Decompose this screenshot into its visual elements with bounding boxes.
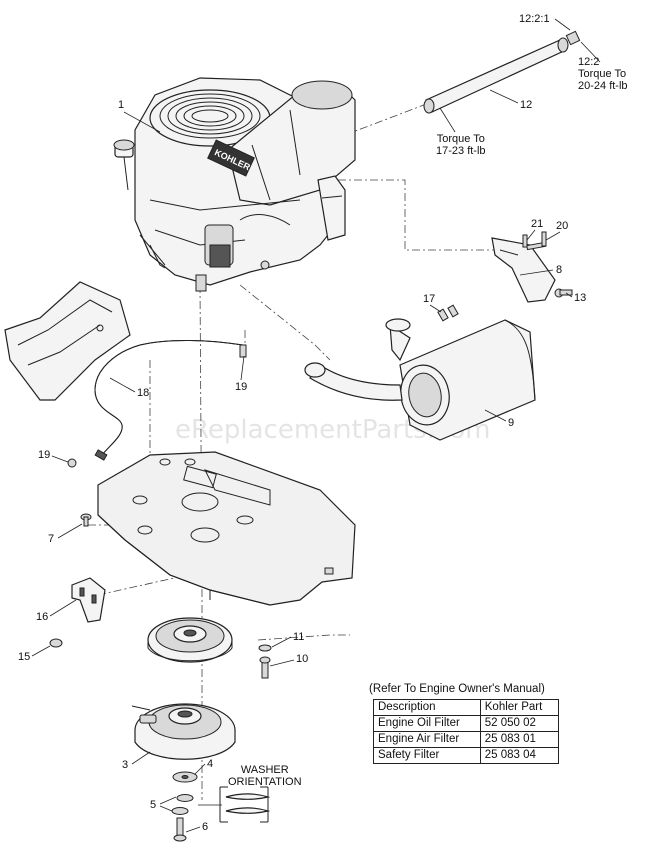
- callout-8: 8: [556, 264, 562, 276]
- table-cell-part-number: 25 083 01: [479, 731, 560, 748]
- callout-15: 15: [18, 651, 30, 663]
- muffler-9: [304, 318, 536, 441]
- callout-9: 9: [508, 417, 514, 429]
- callout-16: 16: [36, 611, 48, 623]
- fuel-pipe-12: [423, 30, 581, 114]
- pulley: [147, 617, 233, 663]
- torque-upper-id: 12:2: [578, 56, 600, 68]
- torque-note-upper: 12:2 Torque To 20-24 ft-lb: [578, 56, 628, 92]
- washer-line1: WASHER: [240, 764, 289, 776]
- table-cell-description: Engine Air Filter: [373, 731, 481, 748]
- torque-note-middle: Torque To 17-23 ft-lb: [436, 133, 486, 157]
- callout-21: 21: [531, 218, 543, 230]
- table-cell-description: Safety Filter: [373, 747, 481, 764]
- callout-3: 3: [122, 759, 128, 771]
- fastener-7: [80, 513, 92, 527]
- table-row: Engine Air Filter 25 083 01: [373, 731, 560, 748]
- callout-11: 11: [293, 631, 304, 643]
- table-cell-part-number: 25 083 04: [479, 747, 560, 764]
- fastener-10: [259, 656, 271, 679]
- torque-middle-line2: 17-23 ft-lb: [436, 145, 486, 157]
- hardware-17: [437, 304, 459, 322]
- table-header-kohler-part: Kohler Part: [479, 699, 560, 716]
- callout-10: 10: [296, 653, 308, 665]
- torque-middle-line1: Torque To: [436, 133, 485, 145]
- callout-17: 17: [423, 293, 435, 305]
- filter-parts-table: Description Kohler Part Engine Oil Filte…: [373, 699, 560, 764]
- table-header-description: Description: [373, 699, 481, 716]
- engine-shroud: [4, 281, 131, 401]
- washer-line2: ORIENTATION: [228, 776, 302, 788]
- hose-18: [94, 339, 247, 461]
- torque-upper-line1: Torque To: [578, 68, 627, 80]
- manual-note: (Refer To Engine Owner's Manual): [369, 683, 545, 695]
- callout-19-upper: 19: [235, 381, 247, 393]
- muffler-bracket-8: [491, 231, 573, 303]
- bracket-16: [71, 577, 106, 623]
- table-cell-description: Engine Oil Filter: [373, 715, 481, 732]
- washers-5: [171, 794, 194, 815]
- callout-12-2-1: 12:2:1: [519, 13, 550, 25]
- washer-orientation-detail: [198, 786, 271, 823]
- callout-4: 4: [207, 758, 213, 770]
- table-row: Engine Oil Filter 52 050 02: [373, 715, 560, 732]
- callout-1: 1: [118, 99, 124, 111]
- nut-15: [49, 638, 63, 648]
- bolt-6: [173, 817, 187, 842]
- callout-19-lower: 19: [38, 449, 50, 461]
- engine-deck: [97, 451, 356, 606]
- torque-upper-line2: 20-24 ft-lb: [578, 80, 628, 92]
- washer-orientation-title: WASHER ORIENTATION: [228, 764, 302, 788]
- engine-assembly: KOHLER: [113, 77, 356, 292]
- cooling-screen: [159, 93, 261, 139]
- electric-clutch-3: [131, 703, 236, 760]
- fastener-11: [258, 644, 272, 652]
- callout-6: 6: [202, 821, 208, 833]
- table-cell-part-number: 52 050 02: [479, 715, 560, 732]
- callout-13: 13: [574, 292, 586, 304]
- callout-20: 20: [556, 220, 568, 232]
- callout-5: 5: [150, 799, 156, 811]
- callout-18: 18: [137, 387, 149, 399]
- callout-7: 7: [48, 533, 54, 545]
- table-header-row: Description Kohler Part: [373, 699, 560, 716]
- washer-4: [172, 771, 198, 783]
- table-row: Safety Filter 25 083 04: [373, 747, 560, 764]
- callout-12: 12: [520, 99, 532, 111]
